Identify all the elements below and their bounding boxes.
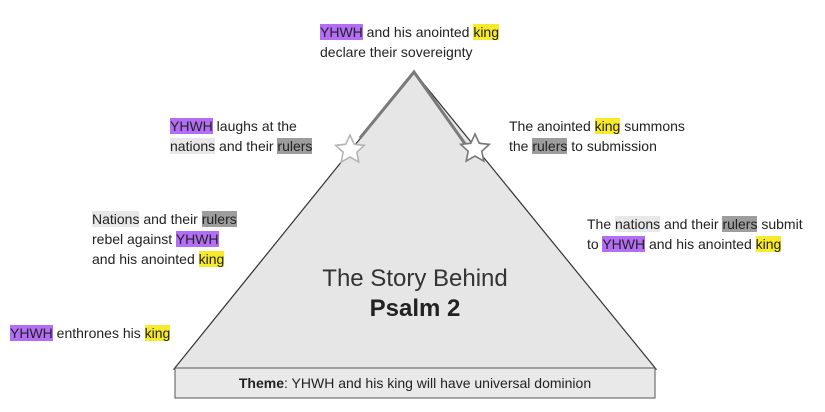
apex-text: and his anointed [362, 24, 474, 40]
upper-left-line2: nations and their rulers [170, 136, 313, 156]
upper-right-label: The anointed king summons the rulers to … [509, 116, 685, 156]
right-star-icon [458, 132, 492, 163]
mid-right-line1: The nations and their rulers submit [587, 214, 803, 234]
mid-right-text: to [587, 236, 603, 252]
yhwh-highlight: YHWH [10, 325, 53, 341]
mid-left-label: Nations and their rulers rebel against Y… [92, 209, 237, 269]
nations-highlight: Nations [92, 211, 140, 227]
upper-left-text: laughs at the [212, 118, 297, 134]
upper-left-text: and their [215, 138, 278, 154]
yhwh-highlight: YHWH [170, 118, 213, 134]
yhwh-highlight: YHWH [320, 24, 363, 40]
mid-right-text: and their [660, 216, 723, 232]
upper-left-label: YHWH laughs at the nations and their rul… [170, 116, 313, 156]
rulers-highlight: rulers [722, 216, 758, 232]
upper-right-line1: The anointed king summons [509, 116, 685, 136]
rulers-highlight: rulers [532, 138, 568, 154]
theme-text: : YHWH and his king will have universal … [284, 375, 592, 391]
rulers-highlight: rulers [201, 211, 237, 227]
title-line1: The Story Behind [322, 265, 508, 292]
apex-label-line1: YHWH and his anointed king [320, 22, 499, 42]
mid-left-line3: and his anointed king [92, 249, 237, 269]
mid-left-text: rebel against [92, 231, 176, 247]
upper-right-text: the [509, 138, 533, 154]
king-highlight: king [594, 118, 621, 134]
king-highlight: king [198, 251, 225, 267]
peak-highlight [358, 69, 470, 149]
theme-bar-box [174, 367, 656, 399]
mid-right-label: The nations and their rulers submit to Y… [587, 214, 803, 254]
mid-left-text: and their [139, 211, 202, 227]
upper-right-line2: the rulers to submission [509, 136, 685, 156]
nations-highlight: nations [615, 216, 661, 232]
upper-right-text: The anointed [509, 118, 595, 134]
mid-left-text: and his anointed [92, 251, 199, 267]
mid-left-line1: Nations and their rulers [92, 209, 237, 229]
rulers-highlight: rulers [277, 138, 313, 154]
upper-right-text: to submission [567, 138, 657, 154]
king-highlight: king [755, 236, 782, 252]
king-highlight: king [473, 24, 499, 40]
bottom-left-text: enthrones his [52, 325, 145, 341]
left-star-icon [333, 133, 367, 164]
mid-right-text: The [587, 216, 616, 232]
title-line2: Psalm 2 [369, 295, 461, 322]
center-title: The Story Behind Psalm 2 [300, 264, 530, 324]
upper-right-text: summons [620, 118, 685, 134]
apex-label-line2: declare their sovereignty [320, 44, 473, 60]
apex-label: YHWH and his anointed king declare their… [320, 22, 499, 62]
yhwh-highlight: YHWH [602, 236, 646, 252]
upper-left-line1: YHWH laughs at the [170, 116, 312, 136]
mid-right-line2: to YHWH and his anointed king [587, 234, 803, 254]
mid-left-line2: rebel against YHWH [92, 229, 237, 249]
theme-bar: Theme: YHWH and his king will have unive… [175, 368, 655, 398]
theme-label: Theme [238, 375, 284, 391]
king-highlight: king [144, 325, 171, 341]
nations-highlight: nations [170, 138, 216, 154]
bottom-left-line1: YHWH enthrones his king [10, 323, 171, 343]
bottom-left-label: YHWH enthrones his king [10, 323, 171, 343]
yhwh-highlight: YHWH [175, 231, 219, 247]
mid-right-text: and his anointed [645, 236, 756, 252]
mid-right-text: submit [757, 216, 803, 232]
